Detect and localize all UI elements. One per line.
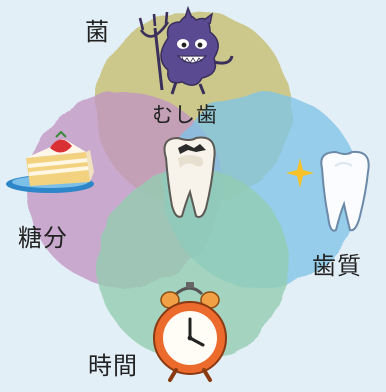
sugar-label: 糖分 [18,224,68,252]
decayed-tooth-icon [163,136,216,218]
healthy-tooth-icon [286,150,370,232]
tooth-quality-label: 歯質 [312,252,362,280]
time-circle [97,169,289,361]
bacteria-monster-icon [138,5,234,95]
bacteria-label: 菌 [85,18,110,46]
alarm-clock-icon [153,282,227,382]
strawberry-shortcake-icon [6,130,94,193]
time-label: 時間 [88,352,138,380]
caries-center-label: むし歯 [152,103,218,127]
